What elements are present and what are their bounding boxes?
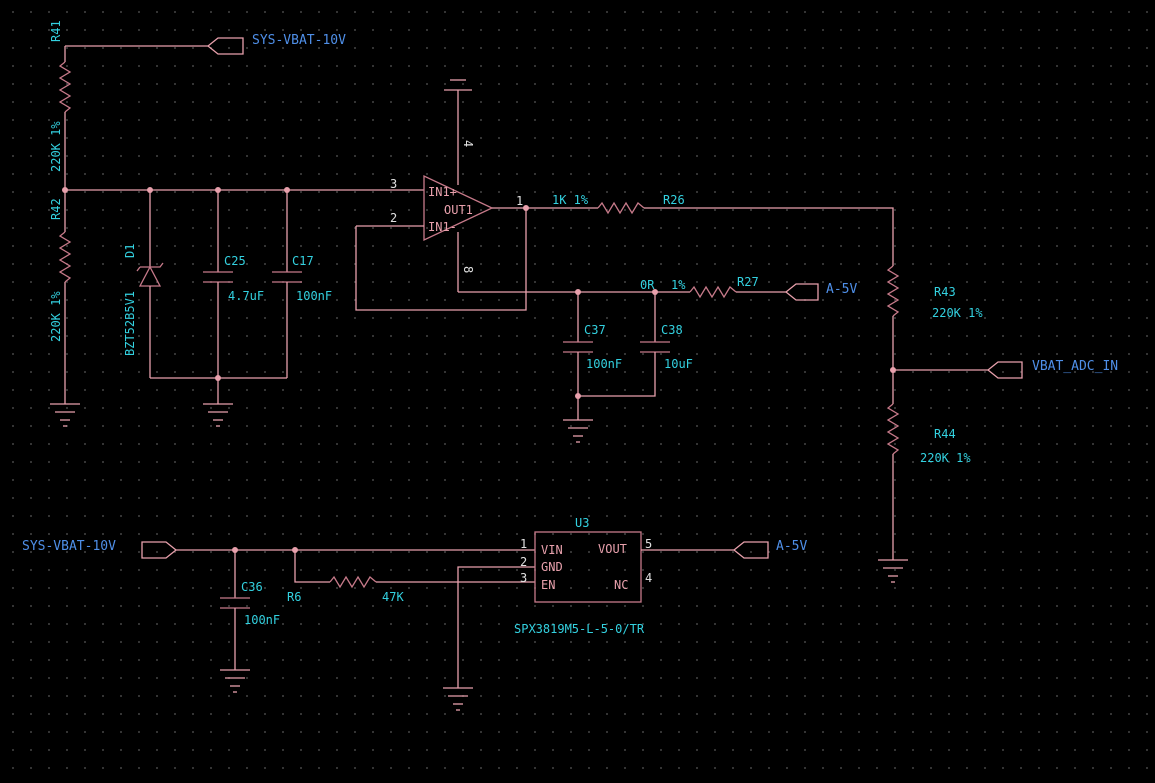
value-r44: 220K 1%	[920, 451, 971, 465]
ground-r42	[50, 403, 80, 427]
value-r27-b: 1%	[671, 278, 686, 292]
value-r42: 220K 1%	[49, 291, 63, 342]
resistor-r42[interactable]: R42 220K 1%	[49, 190, 72, 404]
u3-pin-name-en: EN	[541, 578, 555, 592]
opamp-pin-8: 8	[461, 266, 475, 273]
opamp-label-out: OUT1	[444, 203, 473, 217]
u3-pin-name-vin: VIN	[541, 543, 563, 557]
opamp-u-buffer[interactable]: 3 IN1+ 2 IN1- OUT1 1 4 8	[356, 79, 523, 292]
u3-pin-2: 2	[520, 555, 527, 569]
value-c38: 10uF	[664, 357, 693, 371]
ref-c17: C17	[292, 254, 314, 268]
junction	[215, 375, 221, 381]
value-c37: 100nF	[586, 357, 622, 371]
value-c36: 100nF	[244, 613, 280, 627]
ground-c37	[563, 419, 593, 443]
ref-u3: U3	[575, 516, 589, 530]
resistor-r43[interactable]: R43 220K 1%	[886, 265, 983, 404]
resistor-r26[interactable]: 1K 1% R26	[552, 193, 894, 266]
ref-r26: R26	[663, 193, 685, 207]
capacitor-c17[interactable]: C17 100nF	[272, 190, 332, 378]
ground-c36	[220, 669, 250, 693]
value-c17: 100nF	[296, 289, 332, 303]
u3-pin-1: 1	[520, 537, 527, 551]
net-label-a5v-r27: A-5V	[826, 282, 857, 297]
resistor-r44[interactable]: R44 220K 1%	[886, 403, 971, 560]
value-d1: BZT52B5V1	[123, 291, 137, 356]
value-r43: 220K 1%	[932, 306, 983, 320]
opamp-label-in-minus: IN1-	[428, 220, 457, 234]
ground-c25	[203, 403, 233, 427]
ref-c36: C36	[241, 580, 263, 594]
net-label-sys-vbat-bottom: SYS-VBAT-10V	[22, 539, 116, 554]
ground-r44	[878, 559, 908, 583]
opamp-label-in-plus: IN1+	[428, 185, 457, 199]
ground-u3	[443, 687, 473, 711]
wire-u3-gnd	[457, 566, 535, 688]
ref-r44: R44	[934, 427, 956, 441]
u3-pin-4: 4	[645, 571, 652, 585]
value-r6: 47K	[382, 590, 404, 604]
resistor-r41[interactable]: R41 220K 1%	[49, 20, 72, 190]
sys-vbat-port-top[interactable]: SYS-VBAT-10V	[65, 33, 346, 55]
u3-pin-5: 5	[645, 537, 652, 551]
ldo-u3[interactable]: U3 SPX3819M5-L-5-0/TR 1 VIN 2 GND 3 EN V…	[514, 516, 652, 636]
ref-r42: R42	[49, 198, 63, 220]
value-r27-a: 0R	[640, 278, 655, 292]
u3-pin-3: 3	[520, 571, 527, 585]
opamp-pin-4: 4	[461, 140, 475, 147]
capacitor-c37[interactable]: C37 100nF	[563, 292, 622, 420]
junction	[575, 393, 581, 399]
zener-diode-d1[interactable]: D1 BZT52B5V1	[123, 190, 164, 378]
capacitor-c38[interactable]: C38 10uF	[578, 292, 693, 397]
ref-r43: R43	[934, 285, 956, 299]
u3-pin-name-nc: NC	[614, 578, 628, 592]
value-r41: 220K 1%	[49, 121, 63, 172]
sys-vbat-port-bottom[interactable]: SYS-VBAT-10V	[22, 539, 535, 559]
net-label-sys-vbat-top: SYS-VBAT-10V	[252, 33, 346, 48]
ref-d1: D1	[123, 244, 137, 258]
capacitor-c36[interactable]: C36 100nF	[220, 550, 280, 670]
ref-r27: R27	[737, 275, 759, 289]
junction	[523, 205, 529, 211]
value-u3: SPX3819M5-L-5-0/TR	[514, 622, 645, 636]
vbat-adc-in-port[interactable]: VBAT_ADC_IN	[893, 359, 1118, 379]
opamp-pin-3: 3	[390, 177, 397, 191]
net-label-vbat-adc-in: VBAT_ADC_IN	[1032, 359, 1118, 374]
ref-c38: C38	[661, 323, 683, 337]
wire-feedback	[355, 208, 527, 311]
u3-pin-name-gnd: GND	[541, 560, 563, 574]
resistor-r27[interactable]: 0R 1% R27 A-5V	[640, 275, 857, 301]
net-label-a5v-u3: A-5V	[776, 539, 807, 554]
ref-r41: R41	[49, 20, 63, 42]
opamp-pin-2: 2	[390, 211, 397, 225]
junction	[62, 187, 68, 193]
a5v-port-u3[interactable]: A-5V	[641, 539, 807, 559]
opamp-pin-1: 1	[516, 194, 523, 208]
resistor-r6[interactable]: R6 47K	[287, 550, 535, 604]
capacitor-c25[interactable]: C25 4.7uF	[203, 190, 264, 404]
value-r26: 1K 1%	[552, 193, 589, 207]
ref-r6: R6	[287, 590, 301, 604]
value-c25: 4.7uF	[228, 289, 264, 303]
u3-pin-name-vout: VOUT	[598, 542, 627, 556]
ref-c37: C37	[584, 323, 606, 337]
ref-c25: C25	[224, 254, 246, 268]
